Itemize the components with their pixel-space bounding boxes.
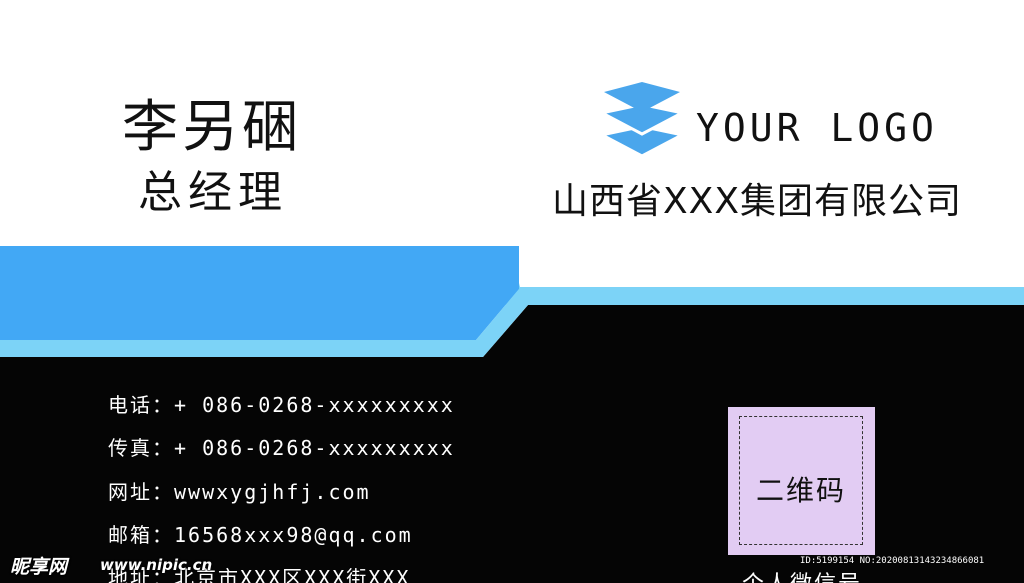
wechat-caption: 个人微信号 [742,566,862,583]
contact-email: 邮箱：16568xxx98@qq.com [108,523,413,547]
logo-text: YOUR LOGO [696,106,938,150]
job-title: 总经理 [138,167,288,218]
blue-band [0,246,519,340]
qr-code-placeholder: 二维码 [728,407,875,555]
watermark-url: www.nipic.cn [100,556,213,574]
image-id: ID:5199154 NO:20200813143234866081 [800,556,985,566]
contact-phone: 电话：+ 086-0268-xxxxxxxxx [108,393,455,417]
stacked-layers-icon [603,82,681,158]
qr-code-frame: 二维码 [739,416,863,545]
qr-code-label: 二维码 [755,474,846,507]
contact-website: 网址：wwwxygjhfj.com [108,480,371,504]
blue-band-edge [0,289,528,357]
company-name: 山西省XXX集团有限公司 [552,181,962,222]
contact-address: 地址：北京市XXX区XXX街XXX [108,566,411,583]
person-name: 李另硱 [122,95,302,160]
contact-fax: 传真：+ 086-0268-xxxxxxxxx [108,436,455,460]
watermark-brand: 昵享网 [10,556,68,578]
